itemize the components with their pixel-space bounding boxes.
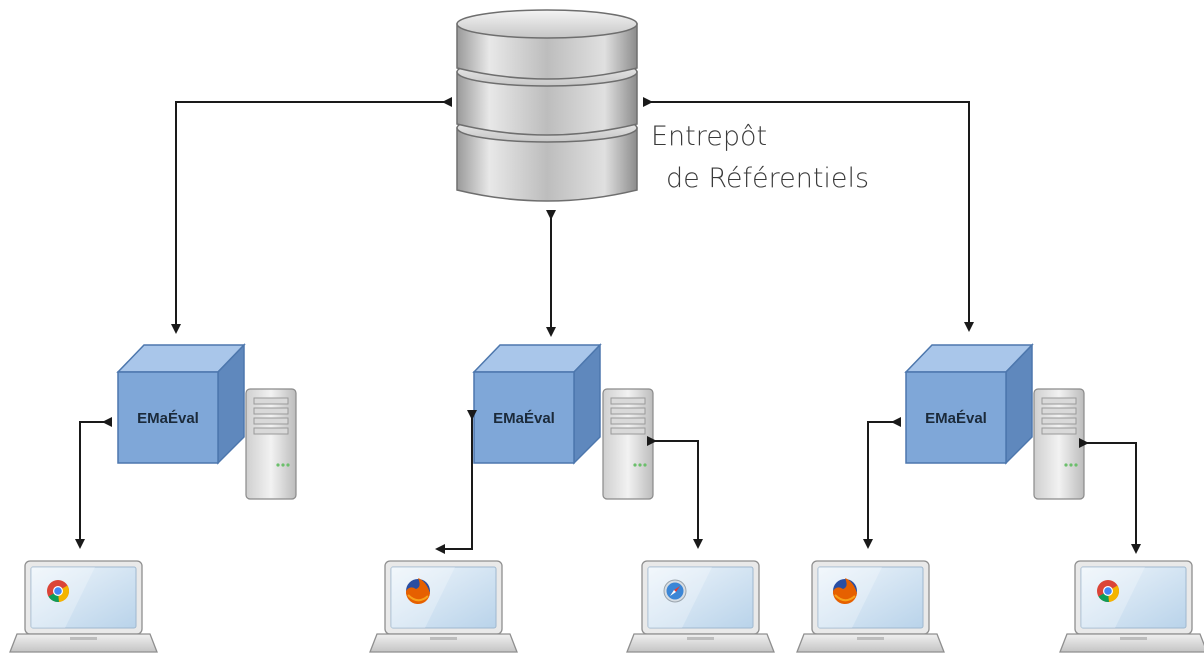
safari-icon (663, 579, 687, 603)
arrow-server-client-3 (647, 436, 703, 549)
chrome-icon (1097, 580, 1120, 603)
arrow-server-client-4 (863, 417, 901, 549)
emaeval-label: EMaÉval (925, 410, 987, 427)
server-node-2: EMaÉval (472, 343, 654, 500)
emaeval-box: EMaÉval (904, 343, 1034, 465)
server-node-1: EMaÉval (116, 343, 297, 500)
emaeval-label: EMaÉval (493, 410, 555, 427)
laptop-icon (796, 560, 945, 653)
repository-label-line2: de Référentiels (666, 163, 869, 194)
arrow-server-client-1 (75, 417, 112, 549)
server-tower-icon (245, 388, 297, 500)
firefox-icon (832, 578, 857, 605)
emaeval-label: EMaÉval (137, 410, 199, 427)
chrome-icon (47, 580, 70, 603)
laptop-icon (9, 560, 158, 653)
arrow-repo-server-3 (643, 97, 974, 332)
emaeval-box: EMaÉval (472, 343, 602, 465)
emaeval-box: EMaÉval (116, 343, 246, 465)
firefox-icon (405, 578, 430, 605)
laptop-icon (369, 560, 518, 653)
server-node-3: EMaÉval (904, 343, 1085, 500)
database-icon (456, 9, 638, 202)
server-tower-icon (602, 388, 654, 500)
laptop-icon (626, 560, 775, 653)
arrow-server-client-5 (1079, 438, 1141, 554)
repository-label-line1: Entrepôt (651, 121, 767, 152)
arrow-repo-server-1 (171, 97, 452, 334)
laptop-icon (1059, 560, 1204, 653)
arrow-server-client-2 (435, 410, 477, 554)
server-tower-icon (1033, 388, 1085, 500)
